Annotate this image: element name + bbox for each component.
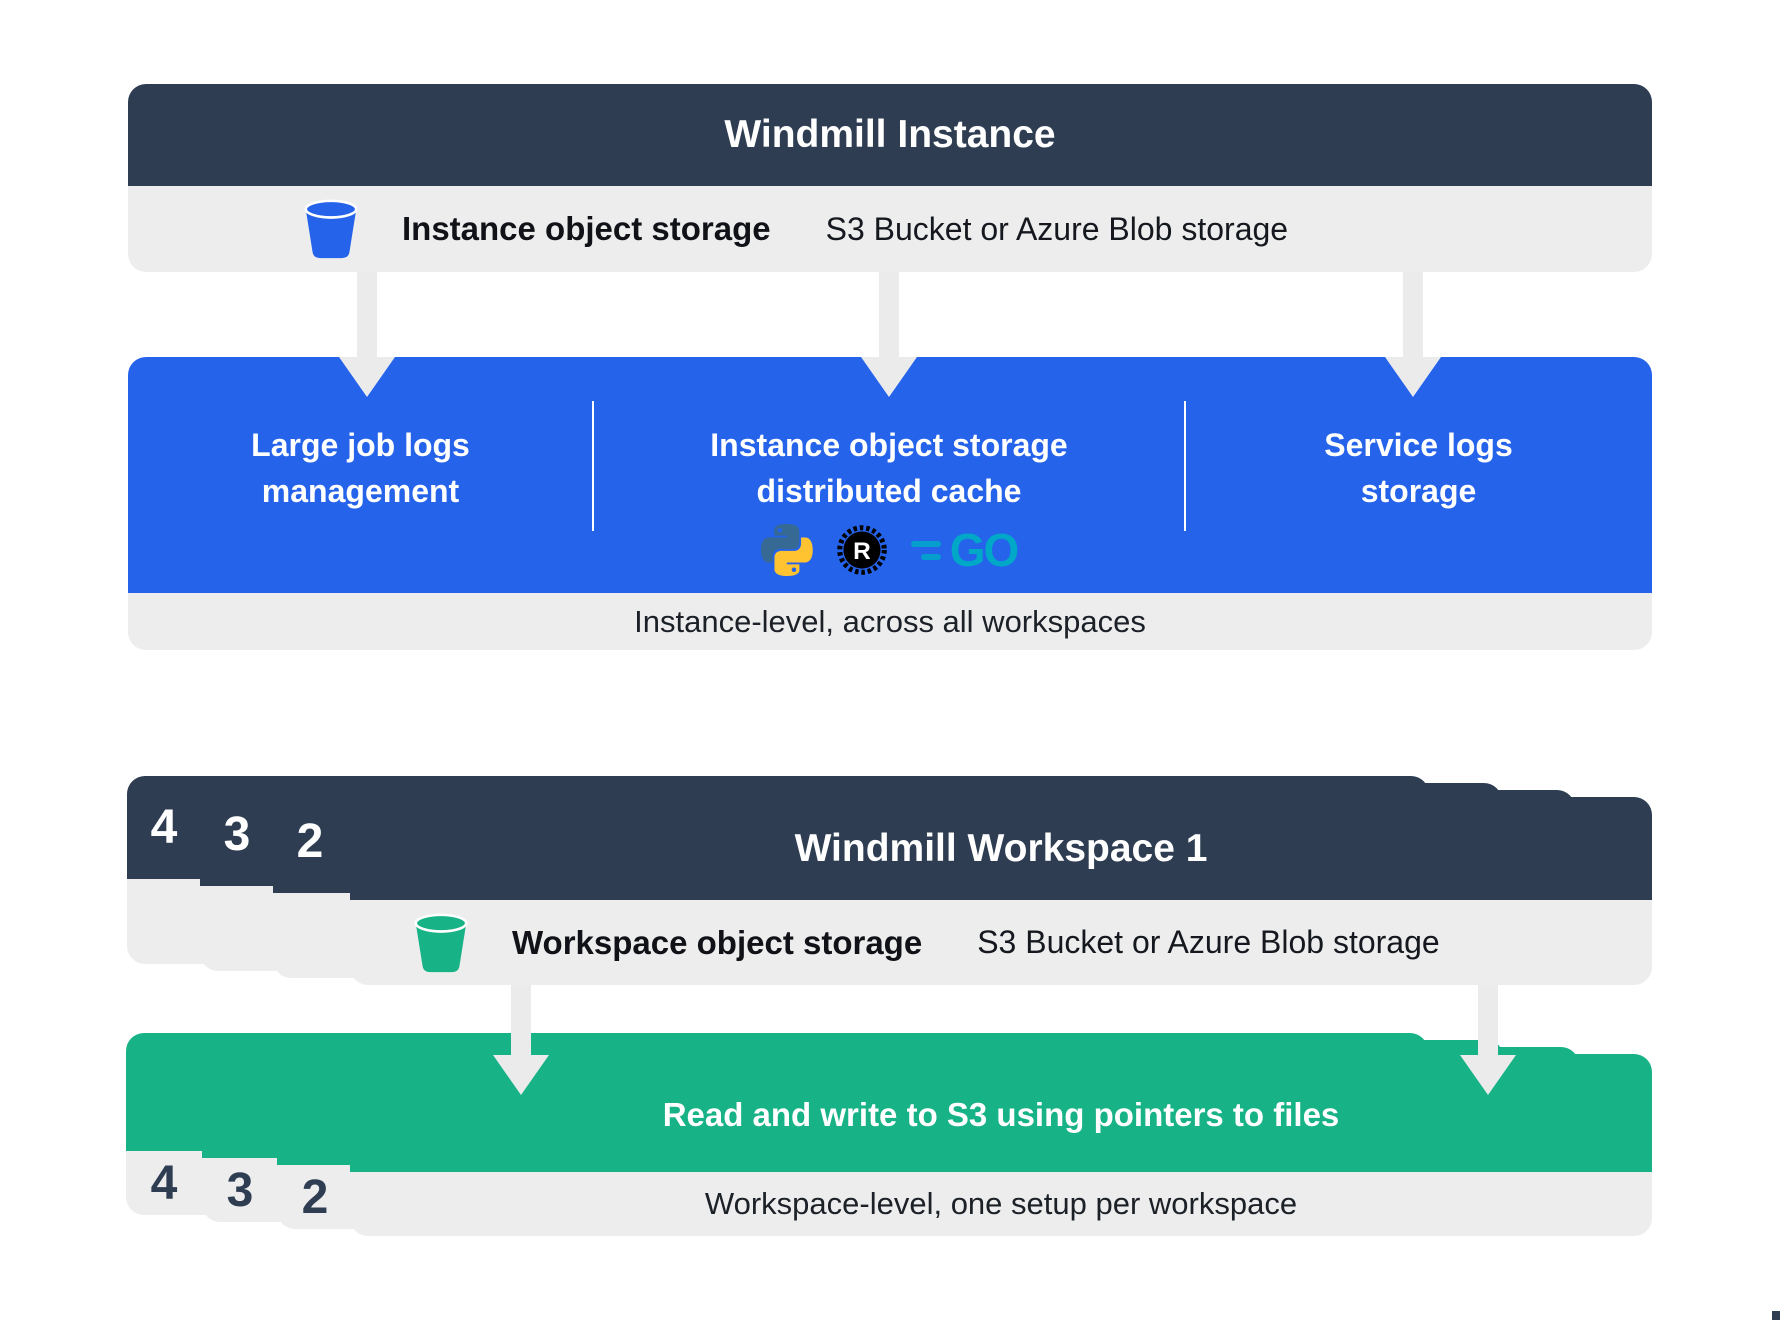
workspace-number: 3 [226, 1163, 254, 1217]
feature-distributed-cache: Instance object storage distributed cach… [710, 427, 1068, 509]
workspace-number: 3 [223, 808, 251, 861]
rw-title-bar: Read and write to S3 using pointers to f… [350, 1054, 1652, 1172]
instance-card: Windmill Instance Instance object storag… [128, 84, 1652, 272]
workspace-storage-detail: S3 Bucket or Azure Blob storage [977, 924, 1440, 960]
rw-title: Read and write to S3 using pointers to f… [662, 1096, 1340, 1133]
down-arrow [861, 272, 917, 397]
s3-bucket-icon [304, 199, 358, 259]
go-speed-lines [910, 540, 941, 560]
workspace-scope-caption: Workspace-level, one setup per workspace [350, 1172, 1652, 1236]
instance-title: Windmill Instance [724, 113, 1056, 156]
column-divider [1184, 401, 1186, 531]
workspace-number: 2 [296, 815, 324, 868]
workspace-title: Windmill Workspace 1 [794, 826, 1208, 870]
instance-scope-caption: Instance-level, across all workspaces [128, 593, 1652, 650]
python-logo-icon [760, 524, 813, 576]
instance-features-card: Large job logs management Instance objec… [128, 357, 1652, 650]
workspace-card-1: Windmill Workspace 1 Workspace object st… [350, 797, 1652, 985]
down-arrow [339, 272, 395, 397]
instance-storage-label: Instance object storage [402, 210, 771, 247]
workspace-header: Windmill Workspace 1 [350, 797, 1652, 900]
feature-service-logs: Service logs storage [1324, 427, 1513, 509]
column-divider [592, 401, 594, 531]
workspace-number: 4 [150, 1156, 178, 1210]
workspace-storage-row: Workspace object storage S3 Bucket or Az… [350, 900, 1652, 985]
workspace-rw-card-1: Read and write to S3 using pointers to f… [350, 1054, 1652, 1236]
workspace-storage-label: Workspace object storage [512, 923, 923, 961]
instance-storage-detail: S3 Bucket or Azure Blob storage [825, 210, 1289, 247]
go-logo-icon: GO [910, 524, 1020, 576]
corner-artifact [1772, 1311, 1780, 1320]
down-arrow [1385, 272, 1441, 397]
s3-bucket-icon [414, 913, 468, 972]
rust-logo-icon: R [836, 525, 887, 575]
workspace-number: 2 [301, 1170, 329, 1224]
workspace-number: 4 [150, 801, 178, 854]
down-arrow [1460, 985, 1516, 1095]
language-logos: R GO [593, 523, 1185, 577]
instance-storage-row: Instance object storage S3 Bucket or Azu… [128, 186, 1652, 272]
go-wordmark: GO [949, 524, 1020, 576]
instance-header: Windmill Instance [128, 84, 1652, 186]
feature-large-job-logs: Large job logs management [251, 427, 470, 509]
down-arrow [493, 985, 549, 1095]
rust-letter: R [853, 538, 871, 565]
